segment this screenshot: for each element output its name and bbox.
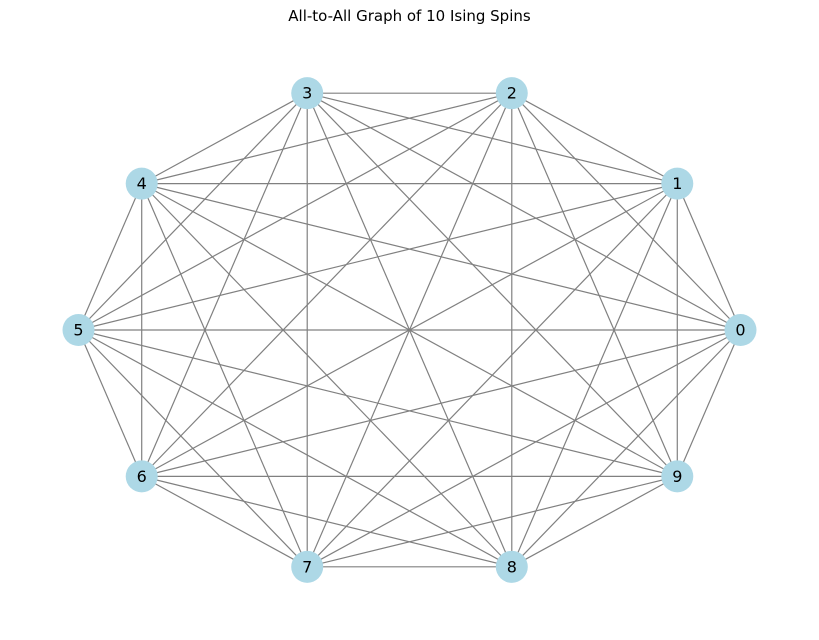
node-label: 1	[672, 174, 682, 193]
node-5: 5	[62, 314, 95, 346]
edge-7-9	[307, 475, 678, 568]
edge-5-7	[78, 329, 308, 568]
node-label: 4	[137, 174, 147, 193]
node-2: 2	[495, 77, 528, 110]
edge-0-3	[306, 92, 741, 331]
node-3: 3	[291, 77, 324, 110]
edge-6-8	[141, 475, 512, 568]
node-circle	[495, 77, 528, 110]
node-circle	[661, 460, 694, 493]
edge-5-6	[77, 329, 143, 477]
node-label: 6	[137, 467, 147, 486]
node-circle	[291, 550, 324, 583]
edge-5-8	[78, 329, 513, 568]
node-circle	[125, 460, 158, 493]
edge-1-8	[511, 183, 678, 568]
node-circle	[62, 314, 95, 346]
node-label: 8	[507, 557, 517, 576]
edge-4-7	[141, 183, 308, 568]
edge-2-9	[511, 92, 678, 477]
graph-title: All-to-All Graph of 10 Ising Spins	[288, 7, 531, 25]
node-circle	[495, 550, 528, 583]
node-9: 9	[661, 460, 694, 493]
edges-layer	[77, 92, 742, 568]
node-circle	[291, 77, 324, 110]
edge-3-6	[141, 92, 308, 477]
node-label: 3	[302, 84, 312, 103]
node-label: 5	[73, 321, 83, 340]
node-circle	[125, 167, 158, 200]
node-0: 0	[724, 314, 757, 346]
node-label: 9	[672, 467, 682, 486]
node-6: 6	[125, 460, 158, 493]
edge-5-9	[78, 329, 678, 477]
edge-6-7	[141, 475, 308, 568]
node-1: 1	[661, 167, 694, 200]
edge-4-8	[141, 183, 513, 568]
edge-8-9	[511, 475, 678, 568]
edge-0-9	[676, 329, 742, 477]
node-label: 7	[302, 557, 312, 576]
edge-2-5	[78, 92, 513, 331]
node-label: 2	[507, 84, 517, 103]
node-circle	[724, 314, 757, 346]
node-4: 4	[125, 167, 158, 200]
edge-4-5	[77, 183, 143, 331]
edge-0-1	[676, 183, 742, 331]
edge-3-9	[306, 92, 678, 477]
edge-3-4	[141, 92, 308, 185]
node-8: 8	[495, 550, 528, 583]
edge-4-9	[141, 183, 678, 477]
node-7: 7	[291, 550, 324, 583]
node-circle	[661, 167, 694, 200]
nodes-layer: 0 1 2 3 4 5 6 7 8 9	[62, 77, 757, 583]
node-label: 0	[735, 321, 745, 340]
edge-0-7	[306, 329, 741, 568]
edge-1-2	[511, 92, 678, 185]
